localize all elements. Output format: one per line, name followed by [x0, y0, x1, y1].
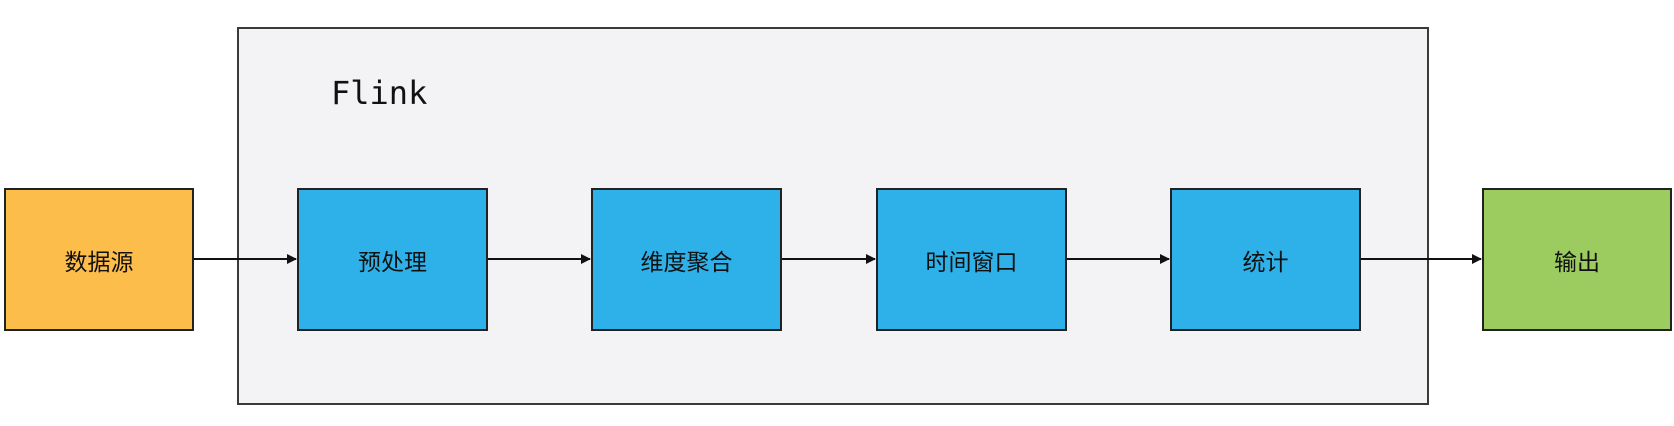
flink-container-title: Flink — [331, 74, 428, 112]
node-data-source-label: 数据源 — [64, 249, 134, 276]
node-output: 输出 — [1482, 188, 1672, 331]
node-dimension-aggregation-label: 维度聚合 — [640, 249, 733, 276]
node-dimension-aggregation: 维度聚合 — [591, 188, 782, 331]
node-preprocess: 预处理 — [297, 188, 488, 331]
node-time-window: 时间窗口 — [876, 188, 1067, 331]
node-preprocess-label: 预处理 — [358, 249, 427, 276]
node-time-window-label: 时间窗口 — [925, 249, 1018, 276]
node-statistics: 统计 — [1170, 188, 1361, 331]
node-statistics-label: 统计 — [1242, 249, 1289, 276]
node-data-source: 数据源 — [4, 188, 194, 331]
node-output-label: 输出 — [1554, 249, 1600, 276]
